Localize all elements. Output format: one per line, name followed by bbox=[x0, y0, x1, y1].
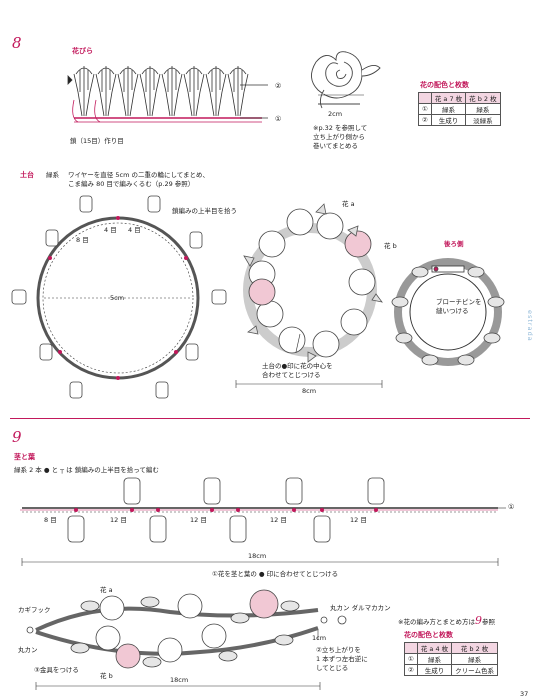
petal-label: 花びら bbox=[72, 47, 93, 55]
color-table-title-9: 花の配色と枚数 bbox=[404, 631, 453, 639]
hook-label: カギフック bbox=[18, 606, 51, 614]
dimension-18cm-b: 18cm bbox=[170, 676, 189, 684]
brooch-note: ブローチピンを縫いつける bbox=[436, 298, 482, 315]
base-ring-picots bbox=[11, 195, 227, 399]
reference-note: ※花の編み方とまとめ方は9参照 bbox=[398, 614, 495, 627]
count-8: 8 目 bbox=[76, 236, 89, 244]
dimension-18cm-a: 18cm bbox=[248, 552, 267, 560]
page-number: 37 bbox=[520, 690, 529, 698]
marker-lines bbox=[240, 84, 268, 119]
bracelet-flower-b: 花 b bbox=[100, 672, 113, 680]
back-side-label: 後ろ側 bbox=[444, 240, 464, 248]
section-9-number: 9 bbox=[12, 428, 22, 446]
stem-marker-1: ① bbox=[508, 503, 515, 511]
annotation-3: ③金具をつける bbox=[34, 666, 79, 674]
watermark: estrada bbox=[526, 310, 534, 342]
yarn-note: 緑系 2 本 ● と ┬ は 鎖編みの上半目を拾って編む bbox=[14, 466, 159, 474]
stem-leaf-title: 茎と葉 bbox=[14, 453, 35, 461]
wreath-flower-b: 花 b bbox=[384, 242, 397, 250]
count-4a: 4 目 bbox=[104, 226, 117, 234]
seg-label-4: 12 目 bbox=[350, 516, 367, 524]
picot-note: 鎖編みの上半目を拾う bbox=[172, 207, 237, 215]
bracelet-flower-a: 花 a bbox=[100, 586, 113, 594]
attach-dots bbox=[48, 216, 188, 380]
dimension-lines-8 bbox=[235, 94, 383, 388]
annotation-1: ①花を茎と葉の ● 印に合わせてとじつける bbox=[212, 570, 339, 578]
diameter-5cm: 5cm bbox=[110, 294, 125, 302]
base-note: ワイヤーを直径 5cm の二重の輪にしてまとめ、こま編み 80 目で編みくるむ（… bbox=[68, 171, 209, 188]
petal-marker-2: ② bbox=[275, 82, 282, 90]
stem-attach-dots bbox=[74, 508, 378, 512]
section-8-number: 8 bbox=[12, 34, 22, 52]
back-side-wreath bbox=[391, 258, 505, 366]
chain-label: 鎖（15目）作り目 bbox=[70, 137, 124, 145]
petal-stitch-chart bbox=[67, 65, 262, 123]
ring-note: ※p.32 を参照して立ち上がり側から巻いてまとめる bbox=[313, 124, 368, 150]
dimension-8cm: 8cm bbox=[302, 387, 317, 395]
stem-leaves bbox=[67, 477, 385, 543]
bracelet bbox=[26, 589, 347, 669]
color-table-title-8: 花の配色と枚数 bbox=[420, 81, 469, 89]
seg-label-0: 8 目 bbox=[44, 516, 57, 524]
rose-wreath bbox=[243, 203, 383, 363]
ring-label-right: 丸カン ダルマカカン bbox=[330, 604, 391, 612]
section-divider bbox=[10, 418, 530, 419]
count-4b: 4 目 bbox=[128, 226, 141, 234]
petal-marker-1: ① bbox=[275, 115, 282, 123]
attach-note: 土台の●印に花の中心を合わせてとじつける bbox=[262, 362, 333, 379]
dimension-1cm: 1cm bbox=[312, 634, 327, 642]
base-color: 緑系 bbox=[46, 171, 59, 179]
seg-label-3: 12 目 bbox=[270, 516, 287, 524]
base-label: 土台 bbox=[20, 171, 34, 179]
dimension-lines-9 bbox=[21, 507, 506, 690]
seg-label-1: 12 目 bbox=[110, 516, 127, 524]
ring-dimension: 2cm bbox=[328, 110, 343, 118]
wreath-flower-a: 花 a bbox=[342, 200, 355, 208]
stem-chain bbox=[20, 507, 498, 513]
rolled-rose-illustration bbox=[311, 51, 381, 109]
ring-label-left: 丸カン bbox=[18, 646, 38, 654]
seg-label-2: 12 目 bbox=[190, 516, 207, 524]
